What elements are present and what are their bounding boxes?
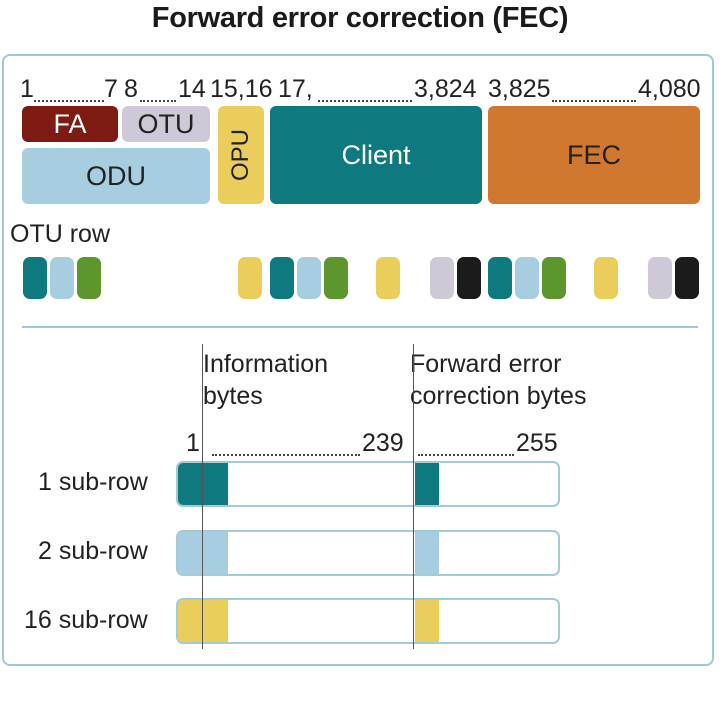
tick-dots [34, 100, 104, 102]
info-bytes-guide-line [202, 344, 203, 649]
tick-15-16: 15,16 [210, 75, 273, 103]
info-bytes-segment [178, 600, 228, 642]
fec-label: FEC [567, 139, 621, 170]
tick-dots [318, 100, 412, 102]
subrow-label-2: 2 sub-row [38, 537, 148, 565]
tick-3825: 3,825 [488, 75, 551, 103]
otu-row-byte [594, 257, 618, 299]
diagram-title: Forward error correction (FEC) [151, 2, 569, 34]
fec-bytes-segment [415, 600, 439, 642]
info-bytes-label-line2: bytes [203, 382, 263, 410]
otu-row-byte [238, 257, 262, 299]
subrow-tick-dots [418, 454, 514, 456]
otu-row-byte [542, 257, 566, 299]
info-bytes-label-line1: Information [203, 350, 329, 378]
odu-block: ODU [22, 148, 210, 204]
subrow-bar-2 [176, 530, 560, 576]
opu-block: OPU [218, 106, 264, 204]
odu-label: ODU [86, 160, 146, 191]
subrow-label-1: 1 sub-row [38, 468, 148, 496]
otu-row-byte [675, 257, 699, 299]
subrow-tick-1: 1 [186, 429, 200, 457]
otu-row-label: OTU row [10, 220, 110, 248]
otu-row-byte [23, 257, 47, 299]
client-label: Client [341, 139, 411, 170]
opu-label: OPU [227, 128, 255, 182]
fec-bytes-label-line1: Forward error [410, 350, 562, 378]
otu-row-byte [50, 257, 74, 299]
otu-row-byte [648, 257, 672, 299]
subrow-label-16: 16 sub-row [24, 606, 148, 634]
fec-bytes-segment [415, 463, 439, 505]
tick-4080: 4,080 [638, 75, 701, 103]
tick-3824: 3,824 [414, 75, 477, 103]
otu-label: OTU [137, 108, 195, 139]
tick-dots [140, 100, 176, 102]
tick-14: 14 [178, 75, 206, 103]
otu-row-byte [515, 257, 539, 299]
fec-bytes-label-line2: correction bytes [410, 382, 587, 410]
info-bytes-segment [178, 463, 228, 505]
subrow-tick-239: 239 [362, 429, 404, 457]
otu-row-byte [297, 257, 321, 299]
tick-dots [552, 100, 636, 102]
otu-block: OTU [122, 106, 210, 142]
fa-block: FA [22, 106, 118, 142]
otu-row-byte [488, 257, 512, 299]
fec-bytes-segment [415, 532, 439, 574]
subrow-tick-dots [212, 454, 360, 456]
otu-row-byte [324, 257, 348, 299]
tick-7: 7 [104, 75, 118, 103]
tick-8: 8 [124, 75, 138, 103]
otu-row-byte [270, 257, 294, 299]
otu-row-byte [457, 257, 481, 299]
otu-row-byte [430, 257, 454, 299]
fec-block: FEC [488, 106, 700, 204]
otu-row-byte [77, 257, 101, 299]
otu-row-byte [376, 257, 400, 299]
fec-bytes-guide-line [413, 344, 414, 649]
info-bytes-segment [178, 532, 228, 574]
tick-17: 17, [278, 75, 313, 103]
subrow-tick-255: 255 [516, 429, 558, 457]
tick-1: 1 [20, 75, 34, 103]
subrow-bar-1 [176, 461, 560, 507]
fa-label: FA [53, 108, 87, 139]
subrow-bar-16 [176, 598, 560, 644]
client-block: Client [270, 106, 482, 204]
section-divider [22, 326, 698, 328]
